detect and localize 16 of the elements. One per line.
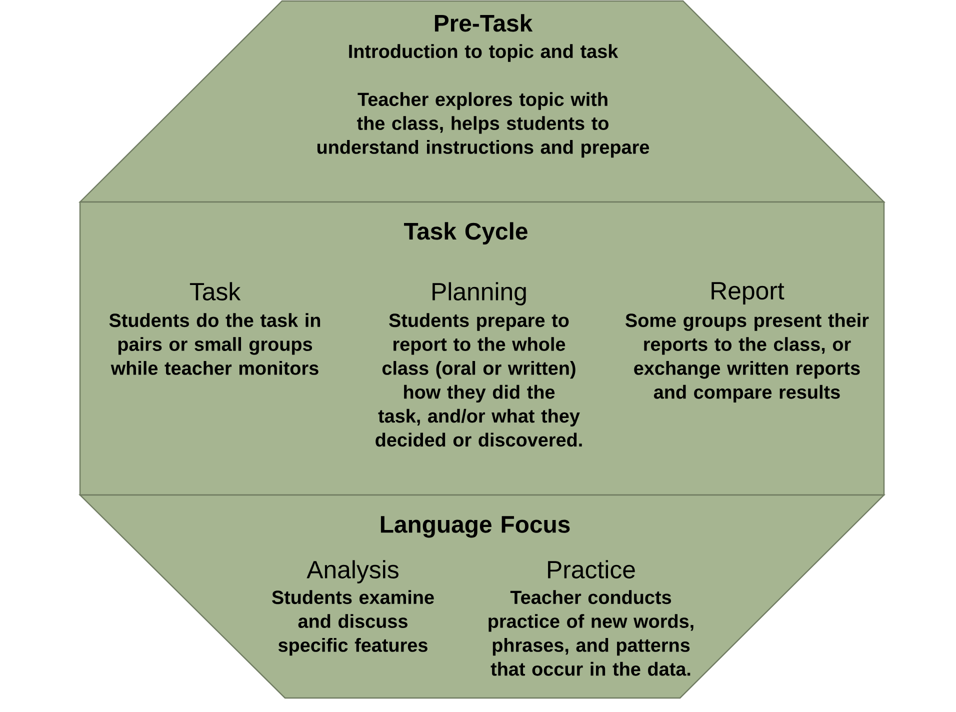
description-text: Teacher explores topic with the class, helps students to understand instructions and prepare (317, 92, 650, 158)
description-text: Students examine and discuss specific features (272, 590, 434, 656)
description-text: Some groups present their reports to the class, or exchange written reports and compare results (626, 313, 869, 403)
column-heading: Practice (548, 560, 635, 578)
band-heading: Language Focus (380, 516, 570, 538)
description-text: Students do the task in pairs or small groups while teacher monitors (109, 313, 320, 375)
description-text: Students prepare to report to the whole class (oral or written) how they did the task, and/or what they decided or discovered. (376, 313, 582, 447)
subheading: Introduction to topic and task (349, 44, 618, 62)
column-heading: Task (190, 282, 241, 300)
band-heading: Pre-Task (434, 14, 533, 32)
column-heading: Analysis (306, 560, 398, 584)
column-heading: Report (712, 282, 784, 304)
band-heading: Task Cycle (404, 222, 528, 244)
description-text: Teacher conducts practice of new words, phrases, and patterns that occur in the data. (488, 590, 694, 676)
band (79, 201, 885, 496)
column-heading: Planning (432, 282, 526, 306)
